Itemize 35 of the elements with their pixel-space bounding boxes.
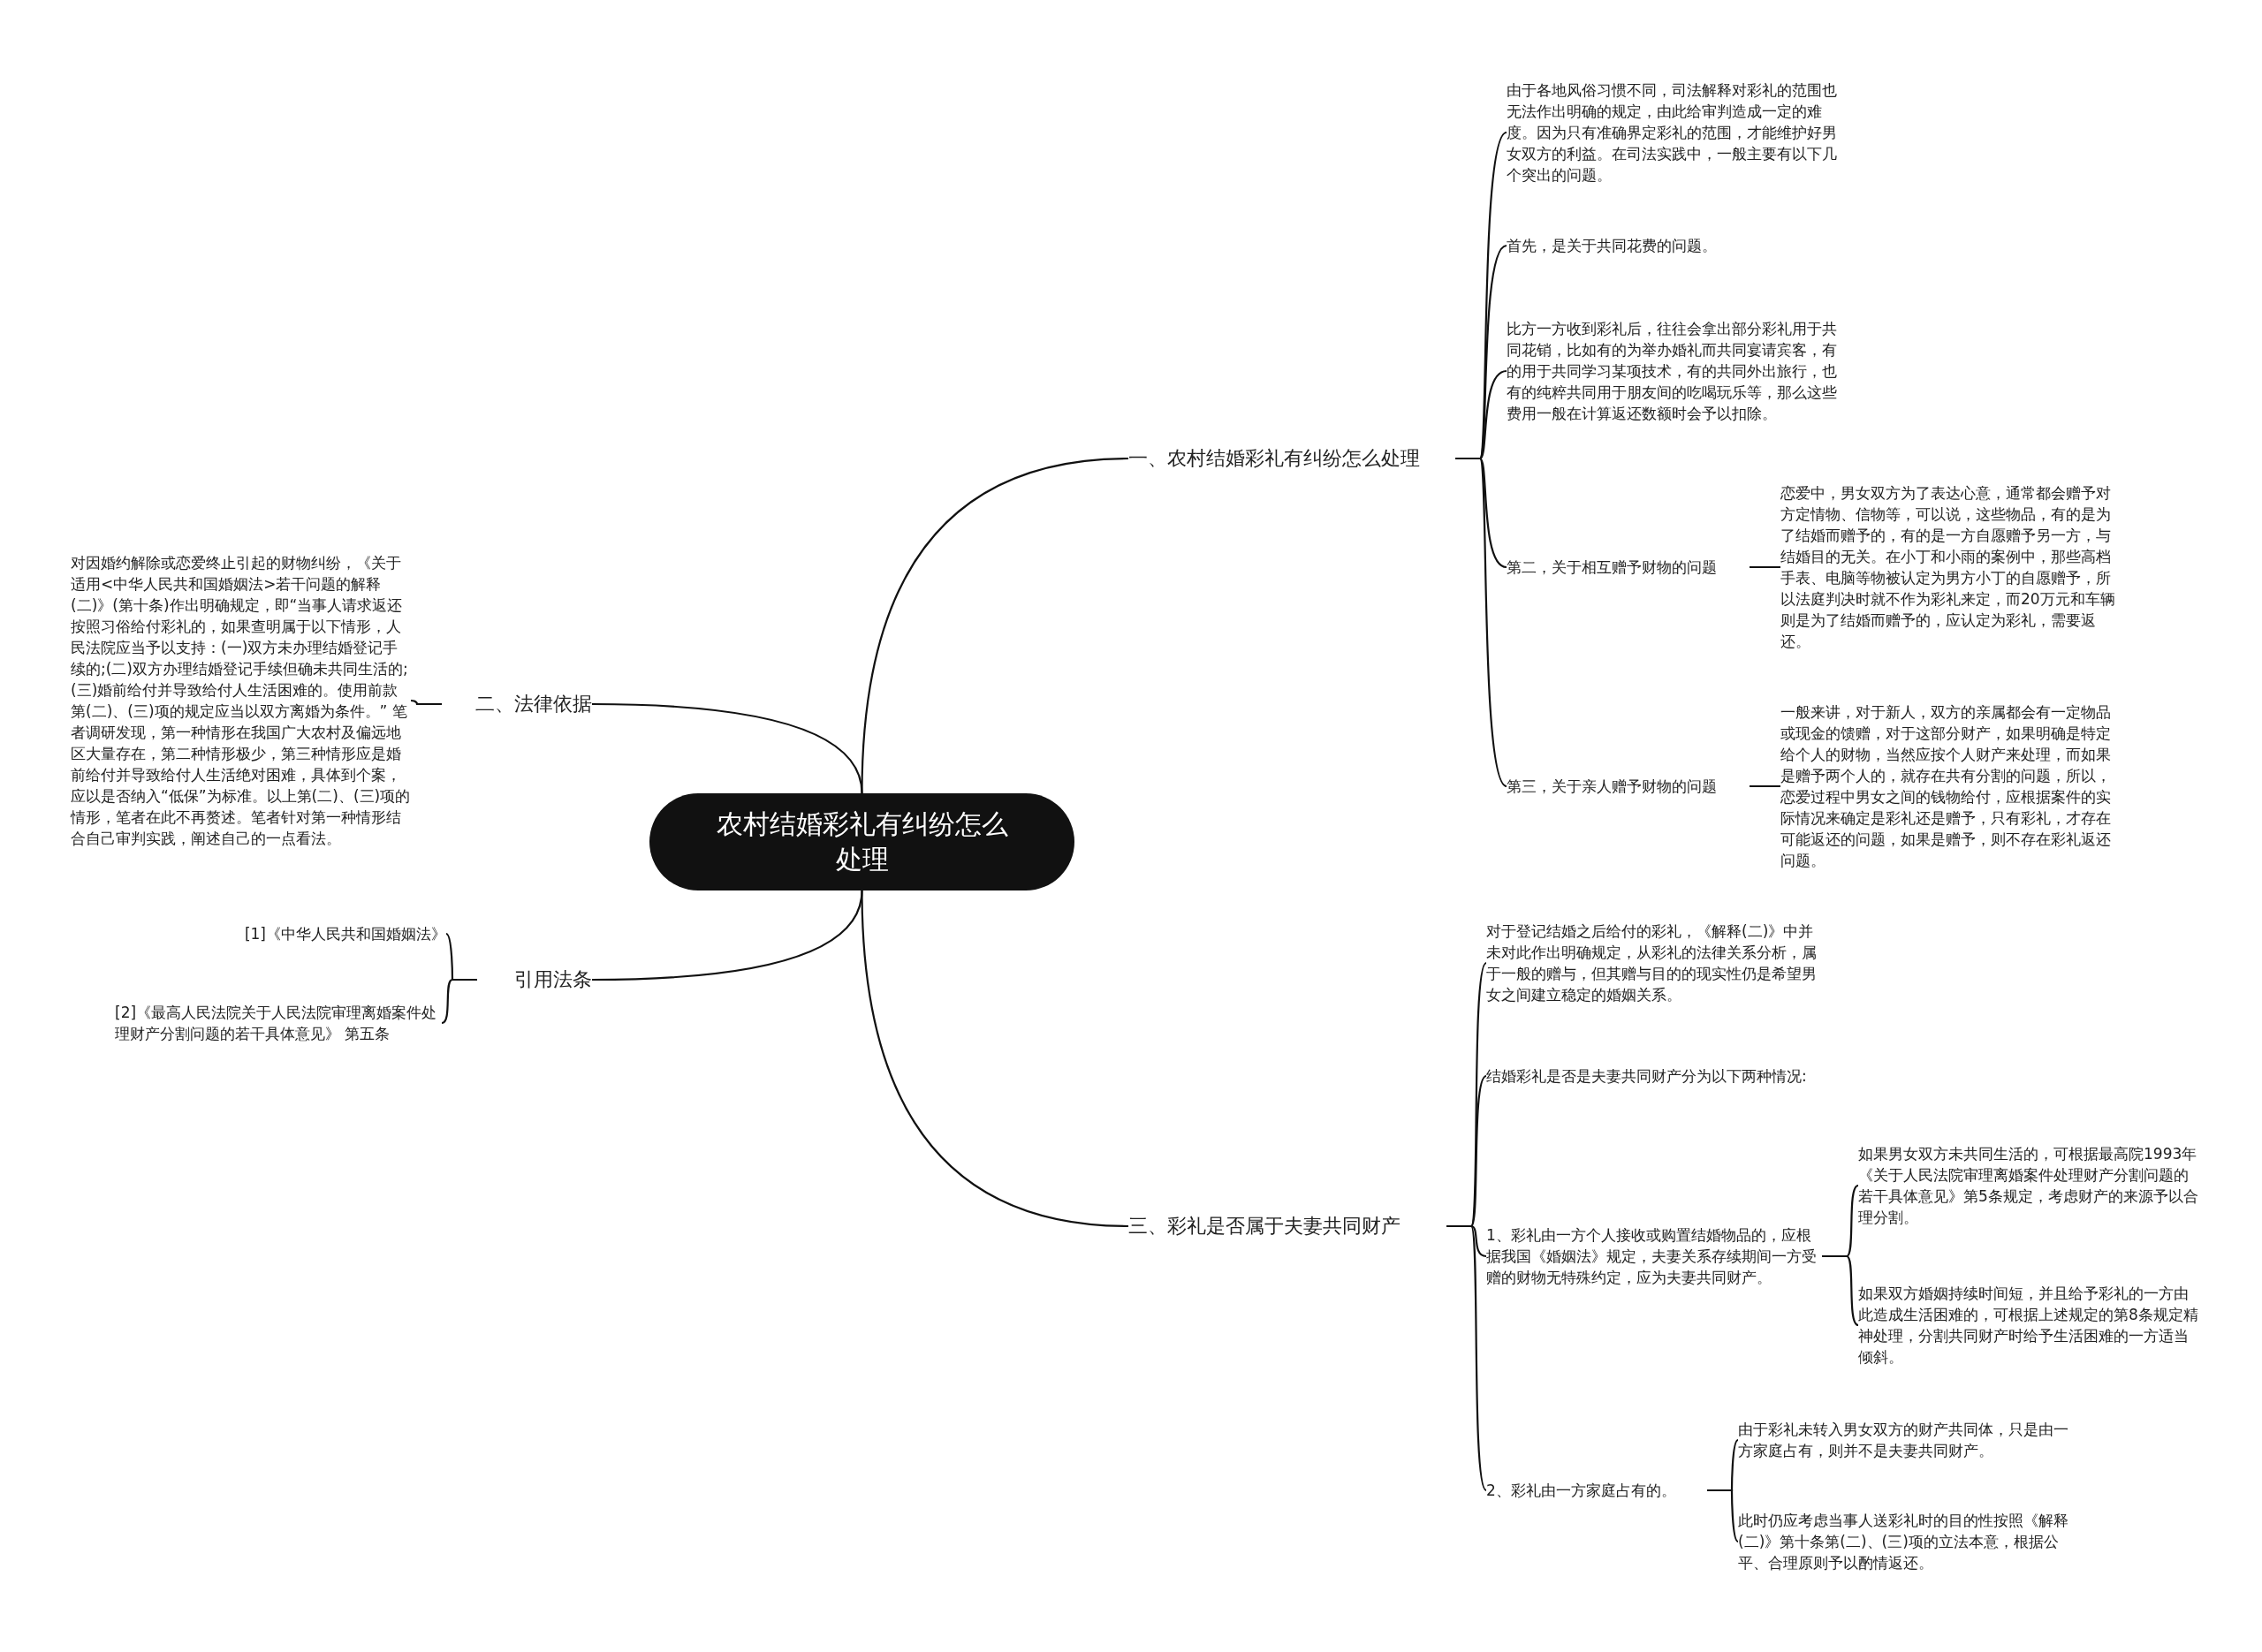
- connector-line: [410, 699, 442, 706]
- topic-text: 如果男女双方未共同生活的，可根据最高院1993年《关于人民法院审理离婚案件处理财产分割问题的若干具体意见》第5条规定，考虑财产的来源予以合理分割。: [1858, 1140, 2198, 1231]
- topic-text: 由于彩礼未转入男女双方的财产共同体，只是由一方家庭占有，则并不是夫妻共同财产。: [1738, 1415, 2078, 1465]
- branch-topic: 引用法条: [477, 963, 592, 997]
- topic-text: 1、彩礼由一方个人接收或购置结婚物品的，应根据我国《婚姻法》规定，夫妻关系存续期间一方受赠的财物无特殊约定，应为夫妻共同财产。: [1486, 1221, 1822, 1292]
- topic-text: [2]《最高人民法院关于人民法院审理离婚案件处理财产分割问题的若干具体意见》 第五条: [115, 998, 442, 1048]
- topic-text: 对于登记结婚之后给付的彩礼，《解释(二)》中并未对此作出明确规定，从彩礼的法律关系分析，属于一般的赠与，但其赠与目的的现实性仍是希望男女之间建立稳定的婚姻关系。: [1486, 917, 1822, 1009]
- topic-text: 2、彩礼由一方家庭占有的。: [1486, 1476, 1707, 1504]
- branch-topic: 三、彩礼是否属于夫妻共同财产: [1128, 1209, 1446, 1243]
- topic-text: 恋爱中，男女双方为了表达心意，通常都会赠予对方定情物、信物等，可以说，这些物品，有的是为了结婚而赠予的，有的是一方自愿赠予另一方，与结婚目的无关。在小丁和小雨的案例中，那些高档手表、电脑等物被认定为男方小丁的自愿赠予，所以法庭判决时就不作为彩礼来定，而20万元和车辆则是为了结婚而赠予的，应认定为彩礼，需要返还。: [1780, 479, 2121, 655]
- topic-text: 结婚彩礼是否是夫妻共同财产分为以下两种情况:: [1486, 1062, 1822, 1090]
- connector-line: [1455, 457, 1507, 787]
- topic-text: 一般来讲，对于新人，双方的亲属都会有一定物品或现金的馈赠，对于这部分财产，如果明确是特定给个人的财物，当然应按个人财产来处理，而如果是赠予两个人的，就存在共有分割的问题，所以，恋爱过程中男女之间的钱物给付，应根据案件的实际情况来确定是彩礼还是赠予，只有彩礼，才存在可能返还的问题，如果是赠予，则不存在彩礼返还问题。: [1780, 698, 2121, 875]
- connector-line: [441, 978, 477, 1024]
- connector-line: [1707, 1489, 1739, 1542]
- connector-line: [1750, 784, 1780, 788]
- connector-line: [592, 890, 863, 981]
- topic-text: 第二，关于相互赠予财物的问题: [1507, 553, 1750, 581]
- topic-text: 对因婚约解除或恋爱终止引起的财物纠纷，《关于适用<中华人民共和国婚姻法>若干问题的解释(二)》(第十条)作出明确规定，即“当事人请求返还按照习俗给付彩礼的，如果查明属于以下情形，人民法院应当予以支持：(一)双方未办理结婚登记手续的;(二)双方办理结婚登记手续但确未共同生活的;(三)婚前给付并导致给付人生活困难的。使用前款第(二)、(三)项的规定应当以双方离婚为条件。” 笔者调研发现，第一种情形在我国广大农村及偏远地区大量存在，第二种情形极少，第三种情形应是婚前给付并导致给付人生活绝对困难，具体到个案，应以是否纳入“低保”为标准。以上第(二)、(三)项的情形，笔者在此不再赘述。笔者针对第一种情形结合自己审判实践，阐述自己的一点看法。: [71, 549, 411, 853]
- topic-text: [1]《中华人民共和国婚姻法》: [190, 920, 446, 948]
- connector-line: [861, 890, 1129, 1228]
- topic-text: 此时仍应考虑当事人送彩礼时的目的性按照《解释(二)》第十条第(二)、(三)项的立法本意，根据公平、合理原则予以酌情返还。: [1738, 1506, 2078, 1577]
- connector-line: [861, 457, 1129, 794]
- connector-line: [1446, 1224, 1487, 1491]
- central-topic: 农村结婚彩礼有纠纷怎么处理: [649, 793, 1074, 890]
- topic-text: 由于各地风俗习惯不同，司法解释对彩礼的范围也无法作出明确的规定，由此给审判造成一定的难度。因为只有准确界定彩礼的范围，才能维护好男女双方的利益。在司法实践中，一般主要有以下几个突出的问题。: [1507, 76, 1842, 189]
- connector-line: [592, 702, 863, 794]
- connector-line: [1822, 1254, 1859, 1326]
- branch-topic: 二、法律依据: [442, 687, 592, 721]
- topic-text: 首先，是关于共同花费的问题。: [1507, 231, 1842, 260]
- topic-text: 第三，关于亲人赠予财物的问题: [1507, 772, 1750, 800]
- topic-text: 如果双方婚姻持续时间短，并且给予彩礼的一方由此造成生活困难的，可根据上述规定的第8条规定精神处理，分割共同财产时给予生活困难的一方适当倾斜。: [1858, 1279, 2198, 1371]
- branch-topic: 一、农村结婚彩礼有纠纷怎么处理: [1128, 442, 1455, 475]
- topic-text: 比方一方收到彩礼后，往往会拿出部分彩礼用于共同花销，比如有的为举办婚礼而共同宴请宾客，有的用于共同学习某项技术，有的共同外出旅行，也有的纯粹共同用于朋友间的吃喝玩乐等，那么这些费用一般在计算返还数额时会予以扣除。: [1507, 314, 1842, 428]
- connector-line: [1750, 565, 1780, 569]
